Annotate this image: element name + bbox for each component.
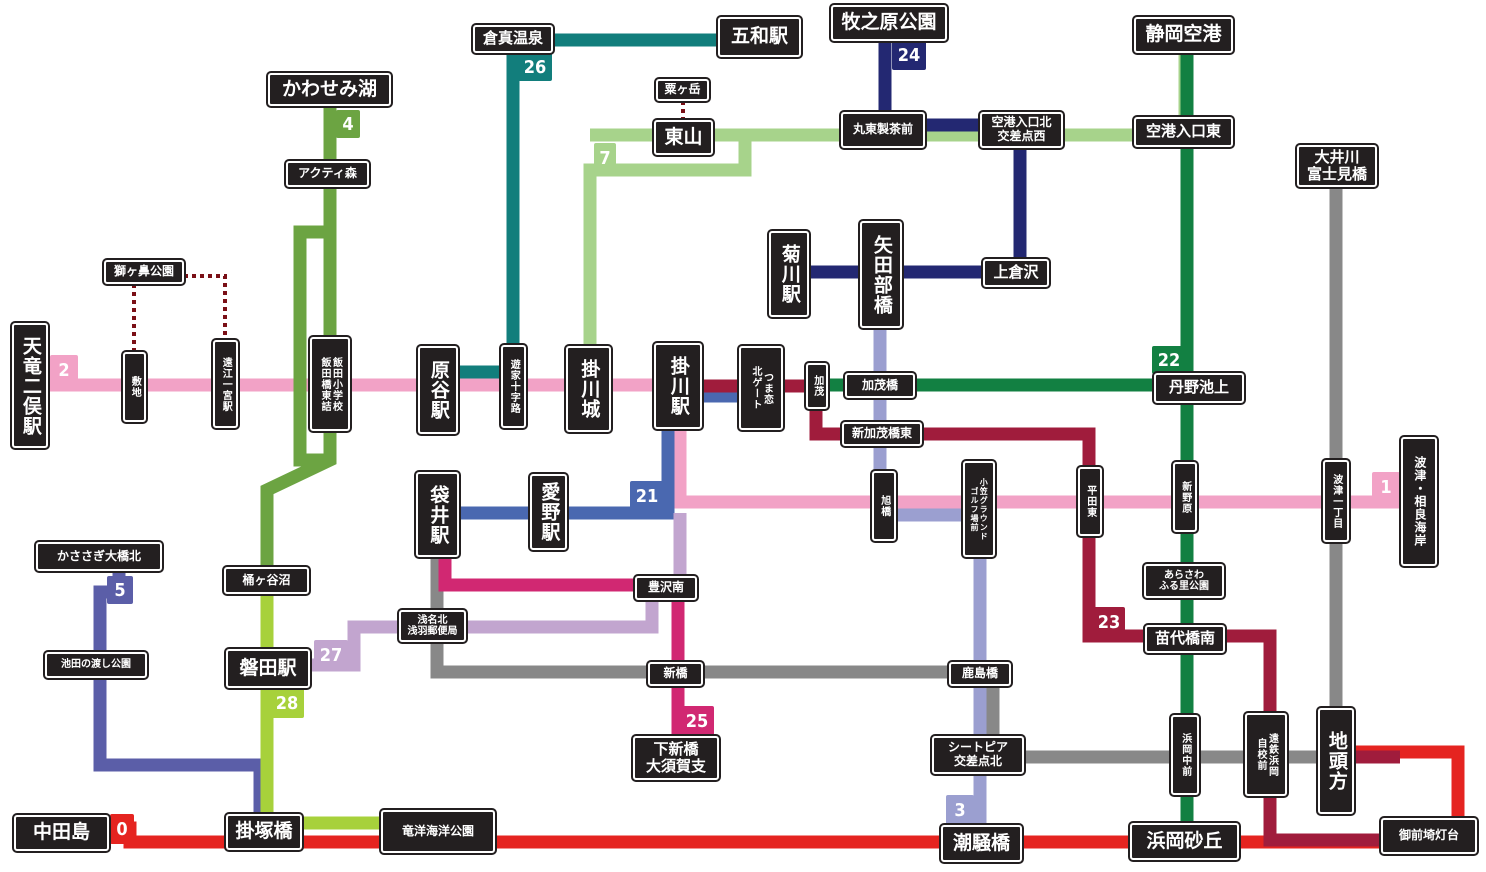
- stop-iwata-eki[interactable]: 磐田駅: [224, 647, 312, 690]
- stop-higashiyama[interactable]: 東山: [652, 118, 715, 157]
- route-badge-6b[interactable]: 6: [1351, 193, 1363, 215]
- stop-kakezukabashi[interactable]: 掛塚橋: [224, 812, 304, 852]
- stop-ryuyo-kaiyo-koen[interactable]: 竜洋海洋公園: [379, 808, 497, 855]
- stop-hamaoka-sakyu[interactable]: 浜岡砂丘: [1128, 821, 1241, 862]
- stop-aino-eki[interactable]: 愛野駅: [528, 472, 569, 552]
- stop-kakegawa-eki[interactable]: 掛川駅: [652, 341, 704, 431]
- stop-kawasemi-ko[interactable]: かわせみ湖: [266, 71, 393, 108]
- stop-tenryu-futamata-eki[interactable]: 天竜二俣駅: [10, 321, 50, 450]
- stop-shimoshinbashi[interactable]: 下新橋 大須賀支: [631, 734, 721, 782]
- route-badge-5[interactable]: 5: [107, 576, 133, 604]
- route-badge-7[interactable]: 7: [594, 143, 616, 173]
- stop-kikugawa-eki[interactable]: 菊川駅: [767, 229, 811, 319]
- route-line-27-29: [466, 513, 687, 634]
- route-line-7-11: [583, 140, 752, 346]
- route-badge-4[interactable]: 4: [336, 110, 360, 138]
- stop-shikiji[interactable]: 敷地: [121, 350, 148, 424]
- stop-shishigahana-koen[interactable]: 獅ヶ鼻公園: [102, 258, 186, 286]
- stop-yatabebashi[interactable]: 矢田部橋: [858, 219, 904, 330]
- stop-kuko-iriguchi-higashi[interactable]: 空港入口東: [1132, 115, 1235, 149]
- route-line-23-18: [809, 408, 1381, 847]
- route-line-4-5: [260, 105, 337, 575]
- route-line-1-2: [673, 425, 1400, 509]
- stop-asanakita[interactable]: 浅名北 浅羽郵便局: [397, 608, 468, 644]
- stop-naeshirobashi-minami[interactable]: 苗代橋南: [1143, 623, 1227, 655]
- stop-ikeda-watashi[interactable]: 池田の渡し公園: [43, 650, 149, 680]
- stop-shiosaibashi[interactable]: 潮騒橋: [939, 823, 1024, 864]
- stop-kamikurasawa[interactable]: 上倉沢: [981, 257, 1051, 289]
- stop-tsumagoi-kita-gate[interactable]: つま恋 北ゲート: [737, 344, 785, 432]
- stop-totomi-ichinomiya-eki[interactable]: 遠江一宮駅: [211, 338, 240, 430]
- stop-nakatajima[interactable]: 中田島: [12, 813, 111, 853]
- walk-link-1: [184, 274, 227, 340]
- stop-shinbashi[interactable]: 新橋: [646, 660, 705, 688]
- stop-kasasagi-ohashi-kita[interactable]: かささぎ大橋北: [34, 540, 164, 573]
- stop-akuti-mori[interactable]: アクティ森: [284, 159, 371, 189]
- route-badge-3[interactable]: 3: [946, 795, 974, 825]
- stop-shinnohara[interactable]: 新野原: [1171, 460, 1199, 534]
- stop-fukuroi-eki[interactable]: 袋井駅: [414, 470, 461, 559]
- stop-kamo[interactable]: 加茂: [804, 361, 830, 411]
- route-line-21-13: [459, 425, 675, 520]
- stop-kakegawa-jo[interactable]: 掛川城: [564, 344, 613, 434]
- route-badge-26[interactable]: 26: [518, 53, 552, 81]
- route-badge-24[interactable]: 24: [892, 40, 926, 70]
- stop-okegayanuma[interactable]: 桶ヶ谷沼: [222, 565, 311, 596]
- route-badge-27[interactable]: 27: [314, 640, 348, 670]
- stop-yuge-jujiro[interactable]: 遊家十字路: [499, 343, 528, 430]
- stop-maruto-seicha-mae[interactable]: 丸東製茶前: [839, 110, 927, 150]
- route-badge-28[interactable]: 28: [270, 688, 304, 718]
- stop-kurami-onsen[interactable]: 倉真温泉: [471, 23, 555, 55]
- stop-ogasa-golf[interactable]: 小笠グラウンド ゴルフ場前: [961, 459, 997, 559]
- route-badge-21[interactable]: 21: [630, 481, 664, 511]
- stop-seatopia[interactable]: シートピア 交差点北: [930, 734, 1026, 776]
- stop-hamaoka-nakamae[interactable]: 浜岡中前: [1169, 713, 1201, 797]
- stop-oigawa-fujimibashi[interactable]: 大井川 富士見橋: [1295, 143, 1379, 189]
- route-line-25-25: [438, 555, 685, 736]
- route-badge-23[interactable]: 23: [1093, 607, 1125, 637]
- route-badge-2[interactable]: 2: [50, 355, 78, 385]
- route-badge-25[interactable]: 25: [680, 706, 714, 736]
- route-badge-6a[interactable]: 6: [446, 646, 458, 668]
- stop-kuko-iriguchi-kita[interactable]: 空港入口北 交差点西: [978, 110, 1065, 150]
- stop-entetsu-hamaoka[interactable]: 遠鉄浜岡 自校前: [1243, 711, 1289, 798]
- stop-iida-shogakko[interactable]: 飯田小学校 飯田橋東詰: [308, 335, 352, 433]
- stop-asahibashi[interactable]: 旭橋: [870, 469, 898, 543]
- route-badge-1[interactable]: 1: [1372, 472, 1400, 502]
- route-line-4-6: [293, 225, 330, 467]
- stop-hatsu-sagara[interactable]: 波津・相良海岸: [1399, 435, 1439, 568]
- stop-toyosawa-minami[interactable]: 豊沢南: [633, 574, 699, 602]
- route-badge-22[interactable]: 22: [1152, 346, 1186, 374]
- stop-jitogata[interactable]: 地頭方: [1316, 706, 1356, 816]
- stop-hiradahigashi[interactable]: 平田東: [1076, 465, 1104, 538]
- route-badge-0[interactable]: 0: [110, 814, 134, 844]
- stop-shizuoka-kuko[interactable]: 静岡空港: [1132, 15, 1235, 55]
- route-line-5-7: [93, 571, 267, 832]
- stop-kamobashi[interactable]: 加茂橋: [843, 371, 917, 400]
- stop-omaezaki-todai[interactable]: 御前埼灯台: [1379, 816, 1479, 856]
- stop-hatsu-1chome[interactable]: 波津一丁目: [1321, 458, 1351, 544]
- stop-gowa-eki[interactable]: 五和駅: [716, 15, 803, 59]
- stop-arasawa-furusato[interactable]: あらさわ ふる里公園: [1142, 562, 1226, 600]
- stop-makinohara-koen[interactable]: 牧之原公園: [829, 3, 949, 43]
- stop-kashimabashi[interactable]: 鹿島橋: [947, 660, 1013, 688]
- route-line-24-22: [1013, 148, 1049, 279]
- stop-awagatake[interactable]: 粟ヶ岳: [654, 77, 711, 103]
- stop-shinkamobashi-higashi[interactable]: 新加茂橋東: [840, 420, 924, 448]
- stop-tanno-ikegami[interactable]: 丹野池上: [1152, 371, 1246, 405]
- stop-haraya-eki[interactable]: 原谷駅: [416, 344, 460, 436]
